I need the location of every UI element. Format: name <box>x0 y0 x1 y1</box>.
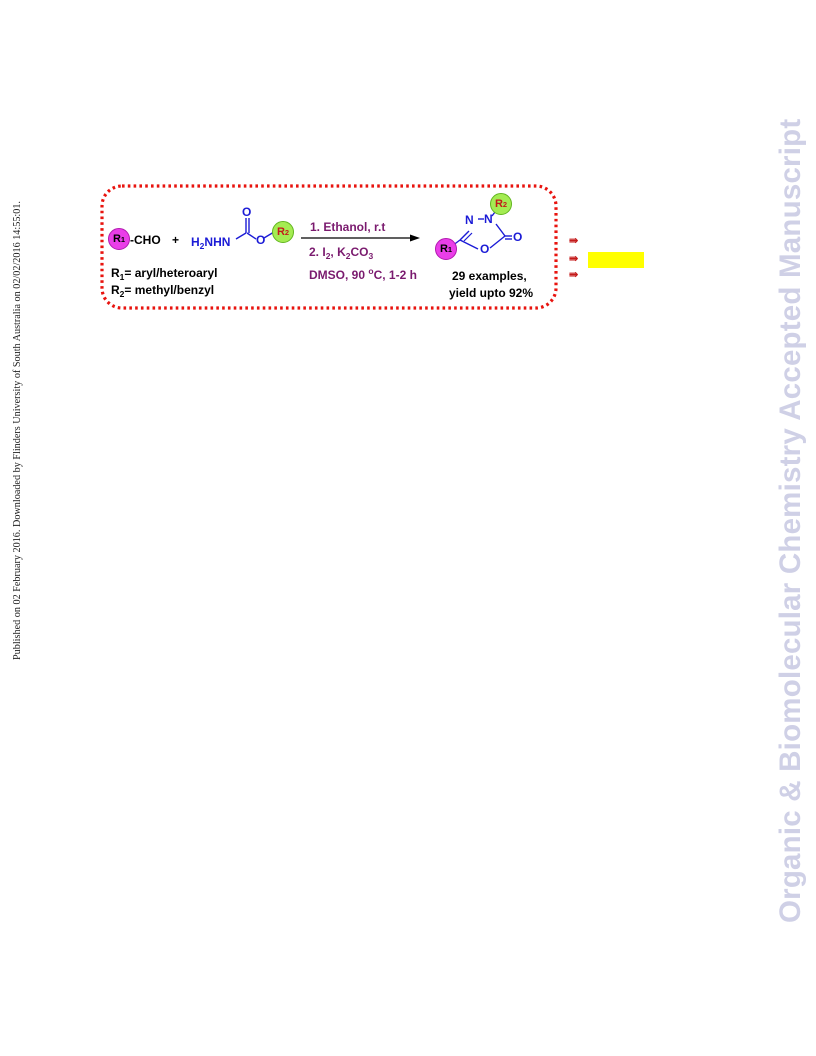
bond-c-o <box>246 232 257 240</box>
r1-def-text: = aryl/heteroaryl <box>124 266 218 280</box>
reagent-r2-sub: 2 <box>284 227 290 237</box>
examples-count: 29 examples, <box>452 269 527 283</box>
r1-def-sub: 1 <box>119 272 125 282</box>
bond-nh-c <box>235 232 247 240</box>
condition-3-sup: o <box>368 266 374 276</box>
product-r1-sub: 1 <box>447 244 453 254</box>
condition-2-prefix: 2. I <box>309 245 326 259</box>
product-r1-label: R <box>439 243 448 255</box>
carbazate-ester-oxygen: O <box>256 233 266 247</box>
carbazate-h: H <box>191 235 200 249</box>
watermark-text: Organic & Biomolecular Chemistry Accepte… <box>774 118 807 923</box>
condition-1: 1. Ethanol, r.t <box>310 220 386 234</box>
reagent-r2-label: R <box>276 226 285 238</box>
reaction-arrow-head <box>410 234 420 242</box>
carbazate-nhn: NHN <box>204 235 231 249</box>
scheme-border <box>100 184 558 310</box>
r1-badge-label: R <box>112 233 121 245</box>
ring-bond-c2-n3 <box>495 223 506 237</box>
condition-2: 2. I2, K2CO3 <box>309 245 373 263</box>
journal-watermark: Organic & Biomolecular Chemistry Accepte… <box>770 119 810 925</box>
publication-notice-text: Published on 02 February 2016. Downloade… <box>12 201 23 660</box>
product-r2-sub: 2 <box>502 199 508 209</box>
ring-bond-n-c5-double <box>463 232 473 242</box>
product-carbonyl-oxygen: O <box>513 230 523 244</box>
plus-sign: + <box>172 233 180 247</box>
condition-3: DMSO, 90 oC, 1-2 h <box>309 264 417 282</box>
product-n2: N <box>484 212 493 226</box>
r2-def-prefix: R <box>111 283 120 297</box>
carbazate-h-sub: 2 <box>199 241 205 251</box>
condition-3-prefix: DMSO, 90 <box>309 268 369 282</box>
product-ring-oxygen: O <box>480 242 490 256</box>
carbazate-carbonyl-oxygen: O <box>242 205 252 219</box>
condition-3-suffix: C, 1-2 h <box>373 268 417 282</box>
condition-2-i-sub: 2 <box>325 251 331 261</box>
r2-definition: R2= methyl/benzyl <box>111 283 214 301</box>
yield-summary: yield upto 92% <box>449 286 534 300</box>
ring-bond-n-c5 <box>459 230 470 241</box>
side-arrow-2: ⇛ <box>569 253 579 265</box>
condition-2-co-sub: 3 <box>368 251 374 261</box>
r2-def-sub: 2 <box>119 289 125 299</box>
condition-2-mid: , K <box>330 245 346 259</box>
aldehyde-suffix: -CHO <box>130 233 161 247</box>
r1-badge-sub: 1 <box>120 234 126 244</box>
publication-notice: Published on 02 February 2016. Downloade… <box>12 180 26 660</box>
side-arrow-1: ⇛ <box>569 235 579 247</box>
product-r2-label: R <box>494 198 503 210</box>
product-n1: N <box>465 213 474 227</box>
ring-bond-c5-o <box>459 239 479 250</box>
ring-bond-o-c2 <box>489 235 506 249</box>
condition-2-k-sub: 2 <box>345 251 351 261</box>
r1-definition: R1= aryl/heteroaryl <box>111 266 217 284</box>
condition-2-co: CO <box>350 245 369 259</box>
r1-def-prefix: R <box>111 266 120 280</box>
r2-def-text: = methyl/benzyl <box>124 283 215 297</box>
side-arrow-3: ⇛ <box>569 269 579 281</box>
carbazate-amine: H2NHN <box>191 235 230 253</box>
highlight-box <box>588 252 644 268</box>
